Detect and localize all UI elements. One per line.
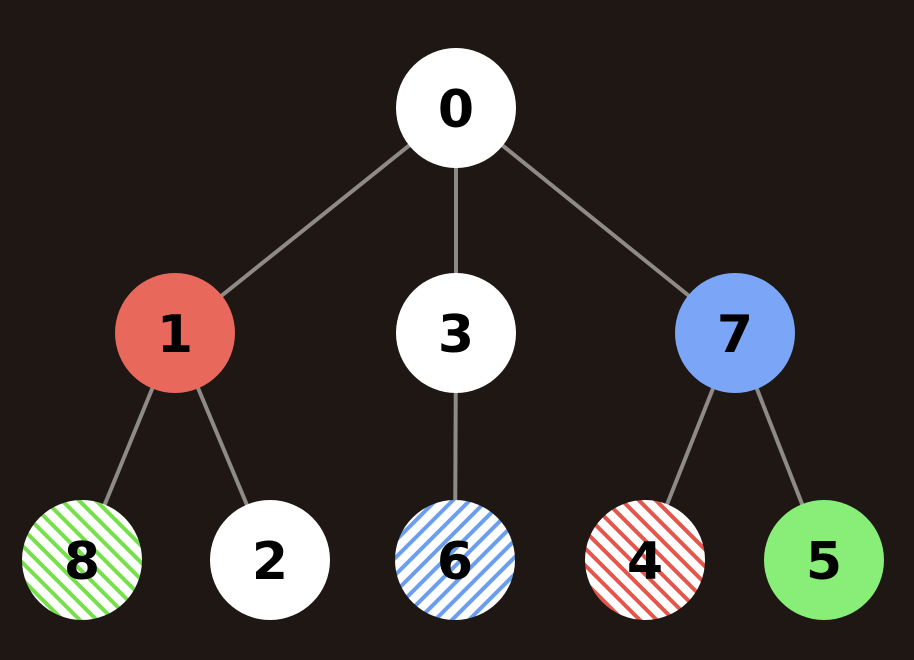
node-5[interactable]: 5 [764, 500, 884, 620]
node-label-2: 2 [252, 532, 288, 592]
node-label-8: 8 [64, 532, 100, 592]
node-label-6: 6 [437, 532, 473, 592]
node-circle-5[interactable] [764, 500, 884, 620]
node-label-5: 5 [806, 532, 842, 592]
node-circle-2[interactable] [210, 500, 330, 620]
node-label-4: 4 [627, 532, 663, 592]
node-label-1: 1 [157, 305, 193, 365]
node-circle-1[interactable] [115, 273, 235, 393]
node-circle-7[interactable] [675, 273, 795, 393]
node-2[interactable]: 2 [210, 500, 330, 620]
node-label-0: 0 [438, 80, 474, 140]
node-1[interactable]: 1 [115, 273, 235, 393]
node-circle-8[interactable] [22, 500, 142, 620]
node-4[interactable]: 4 [585, 500, 705, 620]
node-circle-0[interactable] [396, 48, 516, 168]
node-0[interactable]: 0 [396, 48, 516, 168]
node-6[interactable]: 6 [395, 500, 515, 620]
node-circle-6[interactable] [395, 500, 515, 620]
node-circle-4[interactable] [585, 500, 705, 620]
node-circle-3[interactable] [396, 273, 516, 393]
node-7[interactable]: 7 [675, 273, 795, 393]
node-label-7: 7 [717, 305, 753, 365]
node-3[interactable]: 3 [396, 273, 516, 393]
nodes-layer: 0 1 3 7 8 2 6 4 5 [22, 48, 884, 620]
node-8[interactable]: 8 [22, 500, 142, 620]
node-label-3: 3 [438, 305, 474, 365]
